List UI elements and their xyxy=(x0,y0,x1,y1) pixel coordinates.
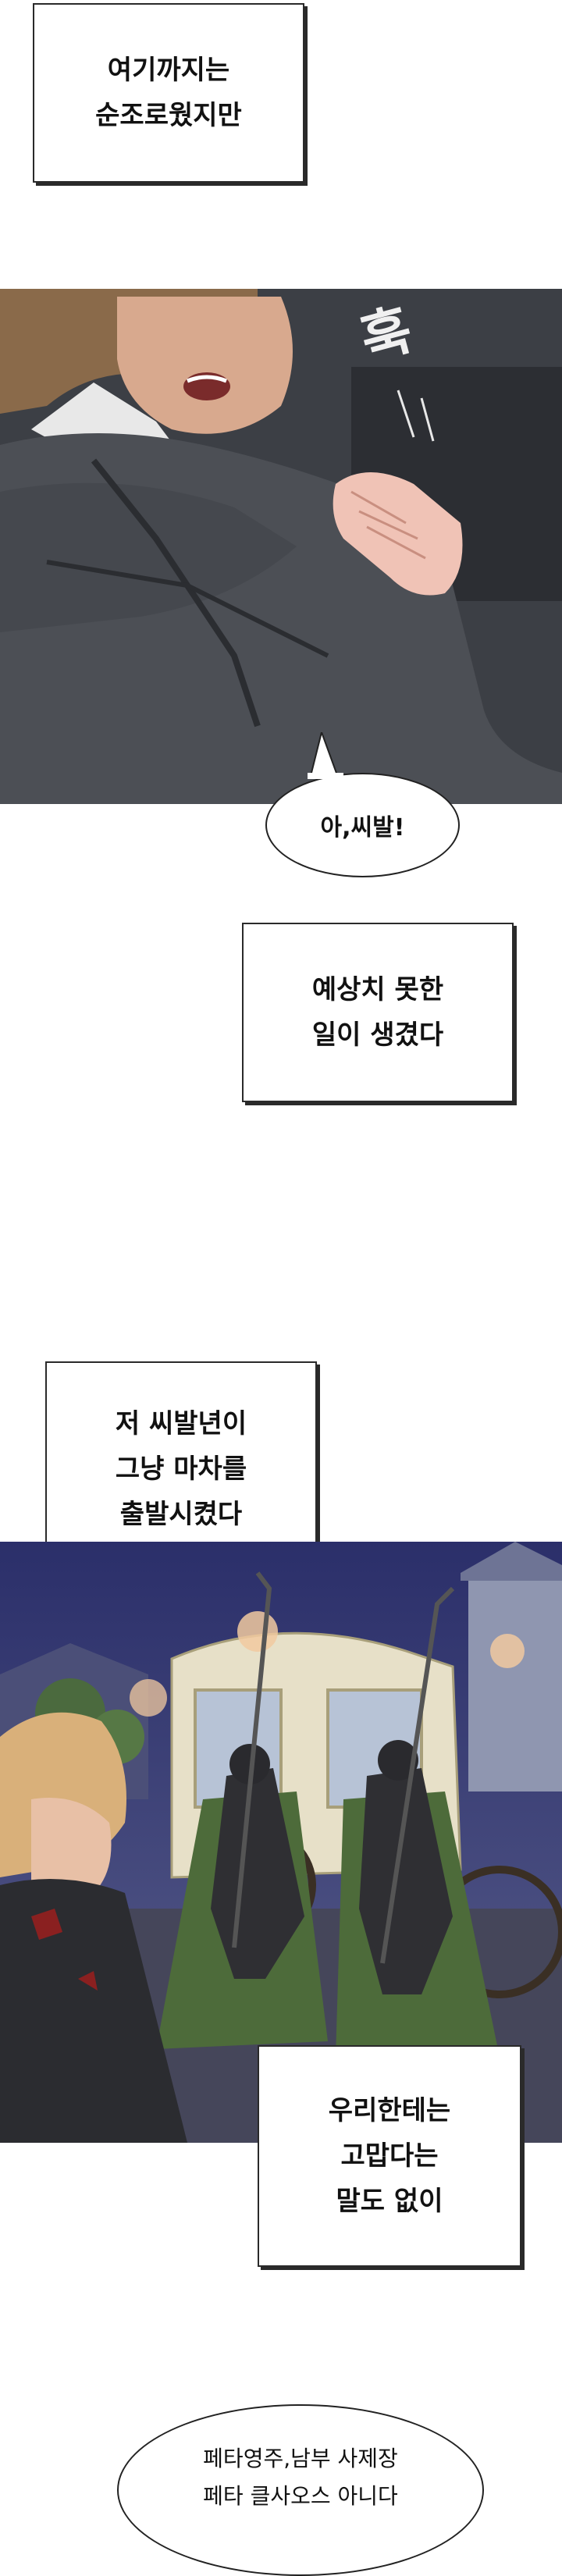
caption-box-1: 여기까지는 순조로웠지만 xyxy=(33,3,304,183)
bubble-text-line: 페타 클사오스 아니다 xyxy=(203,2483,398,2509)
caption-line: 말도 없이 xyxy=(336,2186,443,2217)
caption-line: 일이 생겼다 xyxy=(311,1019,444,1051)
panel-man-gasping: 훅 xyxy=(0,289,562,804)
caption-line: 예상치 못한 xyxy=(311,974,444,1005)
speech-bubble-tail xyxy=(308,732,343,779)
caption-line: 순조로웠지만 xyxy=(95,100,242,131)
caption-line: 고맙다는 xyxy=(340,2140,439,2172)
caption-box-4: 우리한테는 고맙다는 말도 없이 xyxy=(258,2045,521,2267)
caption-box-3: 저 씨발년이 그냥 마차를 출발시켰다 xyxy=(45,1361,317,1577)
caption-box-2: 예상치 못한 일이 생겼다 xyxy=(242,923,514,1102)
bubble-text-line: 페타영주,남부 사제장 xyxy=(203,2446,398,2471)
caption-line: 출발시켰다 xyxy=(119,1499,243,1530)
speech-bubble-1: 아,씨발! xyxy=(265,773,460,877)
caption-line: 우리한테는 xyxy=(328,2095,451,2126)
caption-line: 그냥 마차를 xyxy=(115,1453,247,1485)
caption-line: 저 씨발년이 xyxy=(115,1408,247,1439)
speech-bubble-2: 페타영주,남부 사제장 페타 클사오스 아니다 xyxy=(117,2404,484,2576)
panel-illustration: 훅 xyxy=(0,289,562,804)
bubble-text: 아,씨발! xyxy=(320,814,405,841)
caption-line: 여기까지는 xyxy=(107,55,230,86)
